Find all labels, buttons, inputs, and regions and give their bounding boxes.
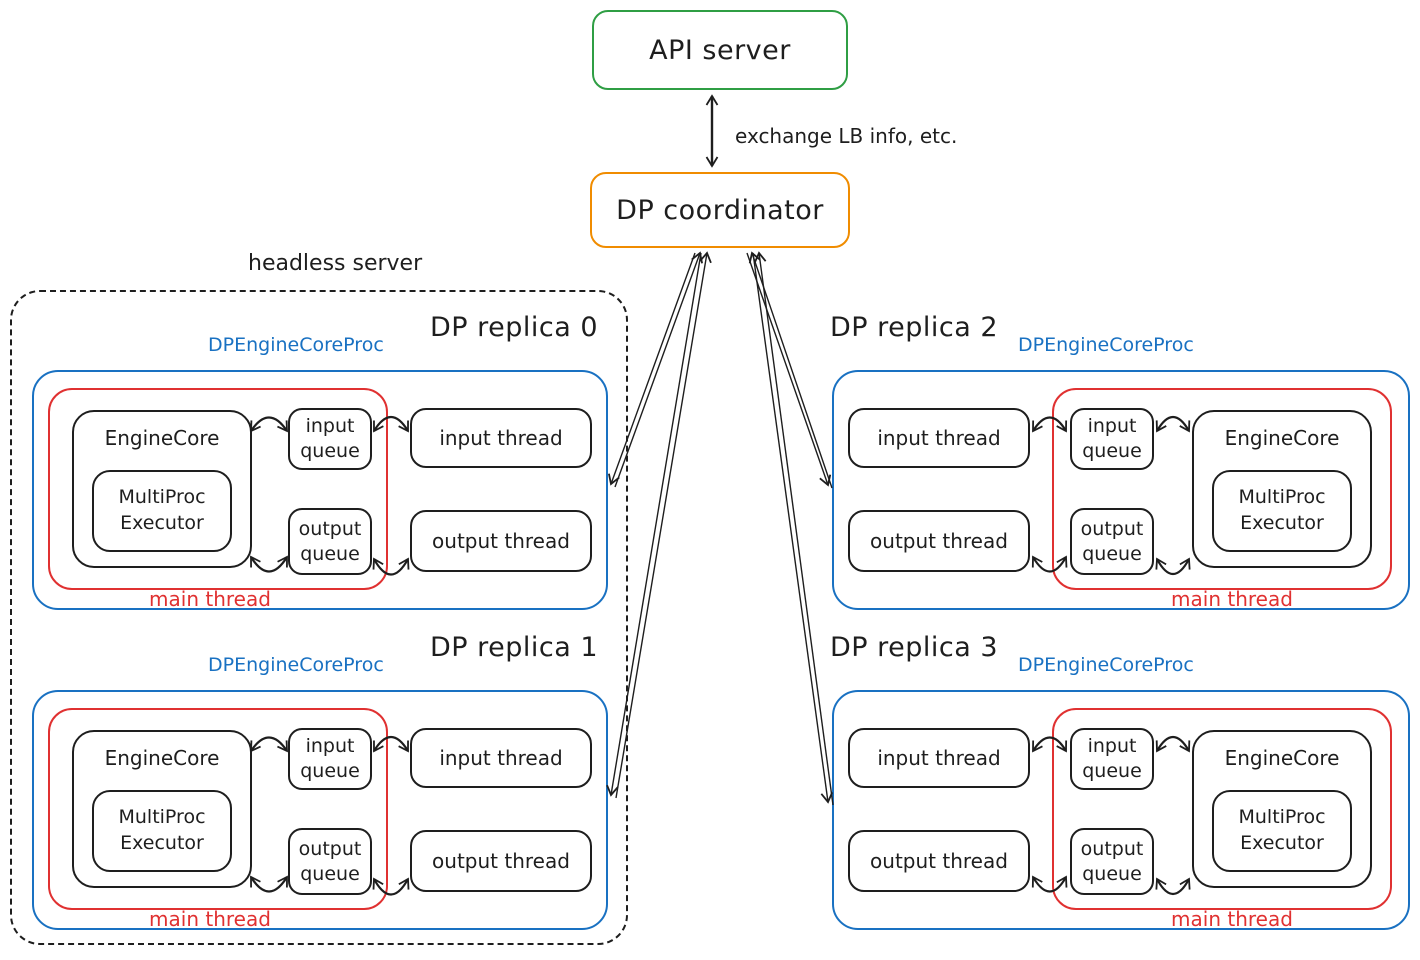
replica-0-main-thread-label: main thread — [149, 587, 271, 611]
input-queue-label-line1: input — [1087, 735, 1137, 758]
replica-0-input-queue-box: input queue — [288, 408, 372, 470]
replica-3-output-thread-box: output thread — [848, 830, 1030, 892]
replica-2-dpenginecoreproc-label: DPEngineCoreProc — [1018, 334, 1194, 356]
replica-2-output-queue-box: output queue — [1070, 508, 1154, 575]
engine-core-label: EngineCore — [104, 426, 220, 450]
multiproc-label-line2: Executor — [1240, 512, 1324, 534]
replica-0-engine-core-box: EngineCore MultiProc Executor — [72, 410, 252, 568]
replica-3-title: DP replica 3 — [830, 632, 999, 663]
replica-0-output-queue-box: output queue — [288, 508, 372, 575]
replica-1-title: DP replica 1 — [430, 632, 599, 663]
multiproc-label-line1: MultiProc — [1238, 486, 1326, 509]
replica-3-multiproc-executor-box: MultiProc Executor — [1212, 790, 1352, 872]
dp-replica-2: DP replica 2 DPEngineCoreProc input thre… — [830, 312, 1410, 611]
replica-0-input-thread-box: input thread — [410, 408, 592, 468]
replica2-coordinator-arrow — [748, 251, 833, 489]
replica-3-input-thread-box: input thread — [848, 728, 1030, 788]
multiproc-label-line2: Executor — [1240, 832, 1324, 854]
output-queue-label-line1: output — [1080, 517, 1144, 540]
input-queue-label-line2: queue — [300, 440, 360, 462]
replica-3-input-queue-box: input queue — [1070, 728, 1154, 790]
replica-0-process-box — [32, 370, 608, 610]
replica-0-dpenginecoreproc-label: DPEngineCoreProc — [208, 334, 384, 356]
replica-1-output-queue-box: output queue — [288, 828, 372, 895]
multiproc-label-line1: MultiProc — [1238, 806, 1326, 829]
input-queue-label-line1: input — [1087, 415, 1137, 438]
multiproc-label-line1: MultiProc — [118, 486, 206, 509]
api-server-box: API server — [592, 10, 848, 90]
replica-3-main-thread-box — [1052, 708, 1392, 910]
engine-core-label: EngineCore — [104, 746, 220, 770]
output-queue-label-line1: output — [298, 837, 362, 860]
output-queue-label-line2: queue — [300, 542, 360, 565]
replica-2-engine-core-box: EngineCore MultiProc Executor — [1192, 410, 1372, 568]
output-queue-label-line2: queue — [1082, 862, 1142, 885]
dp-coordinator-label: DP coordinator — [616, 194, 824, 226]
replica-1-process-box — [32, 690, 608, 930]
dp-replica-0: DP replica 0 DPEngineCoreProc EngineCore… — [32, 312, 610, 611]
replica-3-dpenginecoreproc-label: DPEngineCoreProc — [1018, 654, 1194, 676]
coordinator-replica2-arrow — [746, 252, 832, 487]
input-queue-label-line2: queue — [1082, 760, 1142, 782]
replica-2-input-queue-box: input queue — [1070, 408, 1154, 470]
replica-1-main-thread-label: main thread — [149, 907, 271, 931]
engine-core-label: EngineCore — [1224, 426, 1340, 450]
output-queue-label-line2: queue — [300, 862, 360, 885]
replica-2-main-thread-label: main thread — [1171, 587, 1293, 611]
exchange-lb-info-label: exchange LB info, etc. — [735, 124, 958, 148]
output-queue-label-line1: output — [1080, 837, 1144, 860]
replica-0-multiproc-executor-box: MultiProc Executor — [92, 470, 232, 552]
replica1-coordinator-arrow — [615, 251, 712, 799]
replica-1-output-thread-box: output thread — [410, 830, 592, 892]
engine-core-label: EngineCore — [1224, 746, 1340, 770]
input-queue-label-line1: input — [305, 415, 355, 438]
output-queue-label-line2: queue — [1082, 542, 1142, 565]
multiproc-label-line1: MultiProc — [118, 806, 206, 829]
input-queue-label-line1: input — [305, 735, 355, 758]
replica-1-input-thread-box: input thread — [410, 728, 592, 788]
input-queue-label-line2: queue — [1082, 440, 1142, 462]
dp-replica-3: DP replica 3 DPEngineCoreProc input thre… — [830, 632, 1410, 931]
replica-1-engine-core-box: EngineCore MultiProc Executor — [72, 730, 252, 888]
replica-0-main-thread-box — [48, 388, 388, 590]
multiproc-label-line2: Executor — [120, 832, 204, 854]
replica-2-output-thread-box: output thread — [848, 510, 1030, 572]
api-server-label: API server — [649, 34, 791, 66]
replica-0-output-thread-box: output thread — [410, 510, 592, 572]
replica-2-main-thread-box — [1052, 388, 1392, 590]
coordinator-replica3-arrow — [752, 252, 834, 804]
replica-2-multiproc-executor-box: MultiProc Executor — [1212, 470, 1352, 552]
multiproc-label-line2: Executor — [120, 512, 204, 534]
replica-1-main-thread-box — [48, 708, 388, 910]
headless-server-label: headless server — [248, 251, 423, 276]
output-queue-label-line1: output — [298, 517, 362, 540]
dp-replica-1: DP replica 1 DPEngineCoreProc EngineCore… — [32, 632, 610, 931]
replica-2-input-thread-box: input thread — [848, 408, 1030, 468]
replica-1-dpenginecoreproc-label: DPEngineCoreProc — [208, 654, 384, 676]
replica-0-title: DP replica 0 — [430, 312, 599, 343]
replica-3-main-thread-label: main thread — [1171, 907, 1293, 931]
replica-3-process-box — [832, 690, 1410, 930]
replica3-coordinator-arrow — [753, 251, 834, 806]
replica-1-input-queue-box: input queue — [288, 728, 372, 790]
replica-3-output-queue-box: output queue — [1070, 828, 1154, 895]
input-queue-label-line2: queue — [300, 760, 360, 782]
dp-coordinator-box: DP coordinator — [590, 172, 850, 248]
replica-3-engine-core-box: EngineCore MultiProc Executor — [1192, 730, 1372, 888]
replica-2-title: DP replica 2 — [830, 312, 999, 343]
replica-1-multiproc-executor-box: MultiProc Executor — [92, 790, 232, 872]
